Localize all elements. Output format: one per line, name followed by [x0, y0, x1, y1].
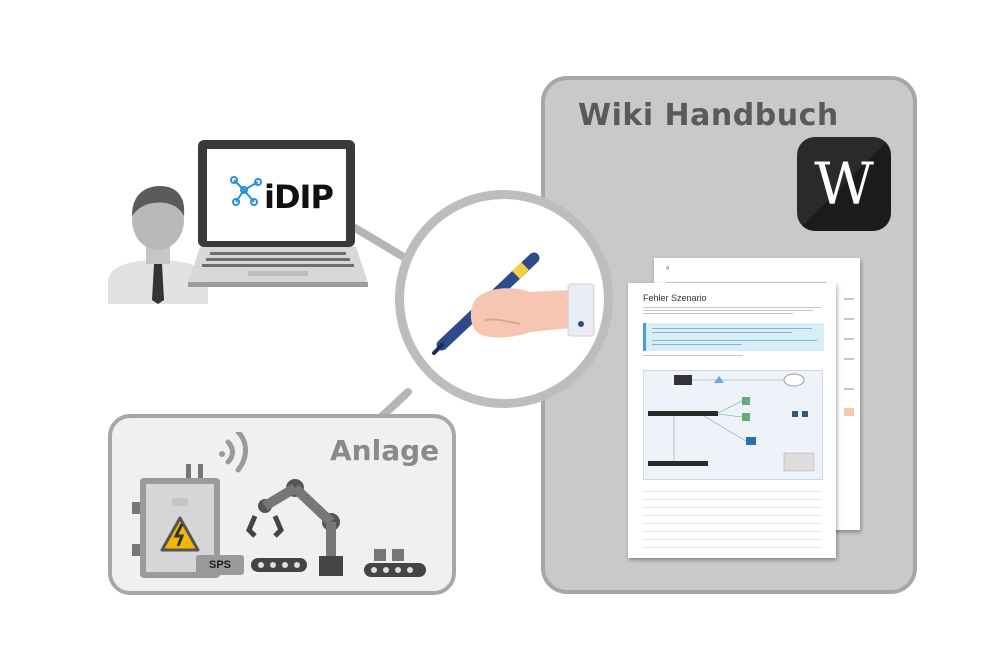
conveyor-belt-icon — [364, 549, 426, 577]
robot-arm-icon — [246, 479, 343, 576]
idip-network-icon — [230, 176, 262, 206]
wifi-icon — [219, 432, 248, 473]
laptop-keyboard-icon — [188, 247, 368, 287]
warning-icon — [160, 516, 200, 552]
sps-badge: SPS — [196, 555, 244, 575]
idip-logo-text: iDIP — [264, 178, 334, 216]
writing-hand-icon — [432, 252, 595, 355]
user-avatar-icon — [108, 186, 208, 304]
laptop-display — [207, 149, 346, 241]
wiki-title: Wiki Handbuch — [578, 98, 839, 133]
document-heading: Fehler Szenario — [643, 293, 707, 303]
wikipedia-logo-letter: W — [814, 150, 874, 218]
document-info-box — [643, 323, 824, 351]
document-table — [643, 484, 821, 548]
network-diagram — [643, 370, 823, 480]
connector-laptop-magnifier — [341, 218, 416, 266]
anlage-title: Anlage — [330, 434, 440, 467]
wikipedia-logo-icon: W — [797, 137, 891, 231]
document-back-heading: # — [666, 266, 670, 272]
